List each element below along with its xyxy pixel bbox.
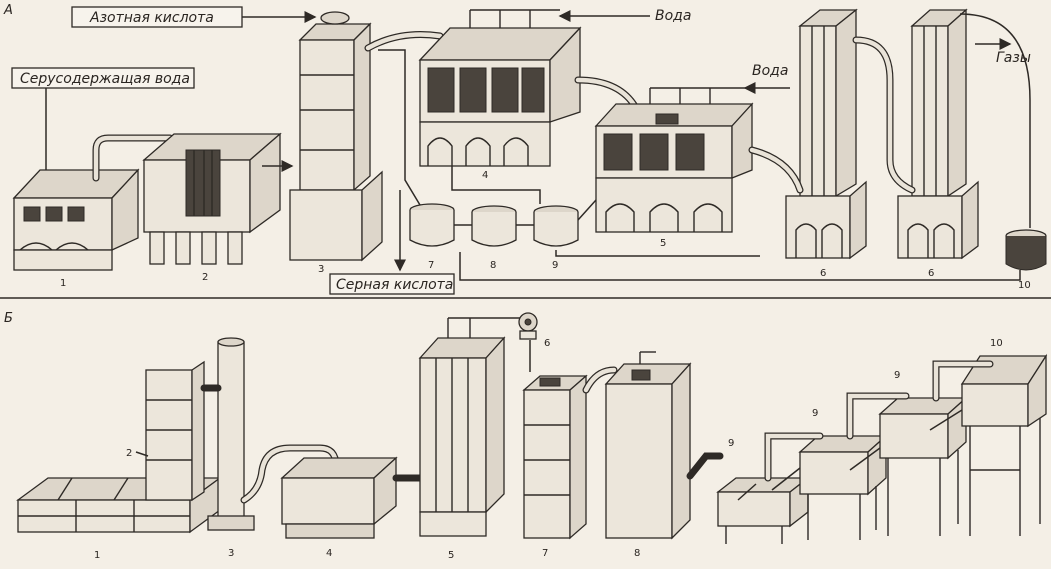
unit-b10-tank xyxy=(960,353,1048,536)
unit-a2-heater xyxy=(142,132,294,265)
label-b7: 7 xyxy=(542,548,548,559)
label-a4: 4 xyxy=(482,170,488,181)
label-b10: 10 xyxy=(990,338,1003,349)
label-b8: 8 xyxy=(634,548,640,559)
label-a8: 8 xyxy=(490,260,496,271)
section-letter-a: А xyxy=(3,3,13,18)
label-b5: 5 xyxy=(448,550,454,561)
sulfuric-acid-label-box xyxy=(329,273,455,295)
unit-a1-furnace xyxy=(12,168,140,271)
label-a7: 7 xyxy=(428,260,434,271)
unit-a6-column-right xyxy=(897,8,979,260)
sulfur-water-label-box xyxy=(11,67,195,89)
label-b2: 2 xyxy=(126,448,132,459)
water-top-label: Вода xyxy=(655,8,691,24)
unit-b6-pump xyxy=(518,312,538,340)
unit-a4-reactor xyxy=(418,9,582,167)
label-a5: 5 xyxy=(660,238,666,249)
label-b6: 6 xyxy=(544,338,550,349)
label-b9-3: 9 xyxy=(894,370,900,381)
tank-a8 xyxy=(471,205,517,247)
label-a6-left: 6 xyxy=(820,268,826,279)
unit-b5-tower xyxy=(418,317,524,537)
label-a3: 3 xyxy=(318,264,324,275)
unit-b2-stack xyxy=(135,360,205,502)
unit-b4-tank xyxy=(280,456,398,539)
sulfur-water-label: Серусодержащая вода xyxy=(20,71,190,87)
label-b9-2: 9 xyxy=(812,408,818,419)
label-a2: 2 xyxy=(202,272,208,283)
unit-b8-box xyxy=(604,351,692,540)
unit-a5-reactor xyxy=(594,87,754,233)
label-b1: 1 xyxy=(94,550,100,561)
tank-a7 xyxy=(409,203,455,247)
section-letter-b: Б xyxy=(4,311,13,326)
unit-b3-column xyxy=(200,337,255,531)
label-b4: 4 xyxy=(326,548,332,559)
nitric-acid-label: Азотная кислота xyxy=(89,10,214,26)
label-a10: 10 xyxy=(1018,280,1031,291)
label-b9-1: 9 xyxy=(728,438,734,449)
unit-b9-basin-3 xyxy=(878,396,968,536)
unit-a6-column-left xyxy=(785,8,867,260)
unit-b7-stack xyxy=(522,374,588,540)
tank-a9 xyxy=(533,205,579,247)
tank-a10 xyxy=(1005,229,1047,271)
label-a9: 9 xyxy=(552,260,558,271)
sulfuric-acid-label: Серная кислота xyxy=(336,277,453,293)
unit-a3-tower xyxy=(289,11,383,262)
water-mid-label: Вода xyxy=(752,63,788,79)
unit-b9-basin-2 xyxy=(798,434,888,540)
label-a6-right: 6 xyxy=(928,268,934,279)
label-b3: 3 xyxy=(228,548,234,559)
label-a1: 1 xyxy=(60,278,66,289)
unit-b9-basin-1 xyxy=(716,476,810,544)
